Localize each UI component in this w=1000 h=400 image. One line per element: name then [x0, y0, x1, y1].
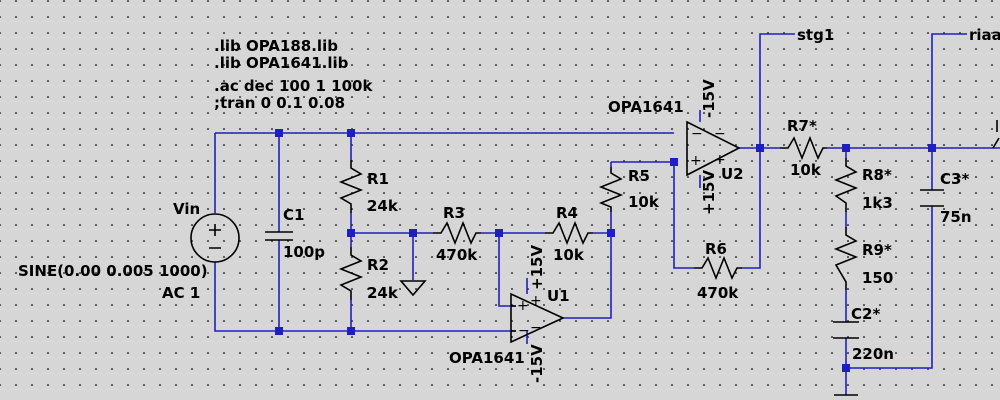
u1-inv-mark: − — [518, 323, 530, 339]
r1-symbol — [338, 160, 364, 213]
r3-value: 470k — [436, 246, 478, 264]
vin-ac-label: AC 1 — [162, 284, 200, 302]
r9-name: R9* — [862, 241, 892, 259]
r8-value: 1k3 — [862, 194, 893, 212]
u1-vplus-pin-mark: + — [530, 293, 542, 309]
c3-name: C3* — [940, 170, 969, 188]
wires — [214, 33, 1000, 395]
r8-symbol — [833, 158, 859, 212]
c2-name: C2* — [851, 305, 880, 323]
u2-model: OPA1641 — [608, 98, 684, 116]
directive-ac: .ac dec 100 1 100k — [214, 77, 373, 95]
vin-wave-label: SINE(0.00 0.005 1000) — [18, 262, 208, 280]
r9-value: 150 — [862, 269, 893, 287]
partial-component-symbol — [992, 120, 1000, 149]
r6-symbol — [694, 255, 742, 281]
r8-name: R8* — [862, 166, 892, 184]
r4-symbol — [545, 220, 593, 246]
r1-name: R1 — [367, 170, 389, 188]
r6-name: R6 — [705, 240, 727, 258]
c3-symbol — [920, 189, 944, 207]
r2-name: R2 — [367, 256, 389, 274]
r7-value: 10k — [790, 161, 822, 179]
u1-vplus-label: +15V — [528, 245, 546, 290]
ground-symbol — [399, 280, 427, 297]
directive-lib-opa188: .lib OPA188.lib — [214, 37, 338, 55]
u2-vplus-label: +15V — [700, 170, 718, 215]
u2-noninv-mark: + — [690, 153, 702, 169]
directive-lib-opa1641: .lib OPA1641.lib — [214, 54, 349, 72]
r5-symbol — [598, 167, 624, 212]
net-stg1-label: stg1 — [797, 26, 834, 44]
r4-value: 10k — [553, 246, 585, 264]
r2-symbol — [338, 247, 364, 300]
c1-value: 100p — [283, 243, 325, 261]
c2-value: 220n — [852, 345, 894, 363]
c3-value: 75n — [940, 208, 972, 226]
u2-vminus-label: -15V — [700, 79, 718, 118]
r3-name: R3 — [443, 204, 465, 222]
c2-symbol — [833, 321, 859, 339]
u1-model: OPA1641 — [449, 349, 525, 367]
r9-symbol — [833, 227, 859, 290]
r7-name: R7* — [787, 117, 817, 135]
r4-name: R4 — [556, 204, 578, 222]
u2-opamp-symbol — [686, 120, 741, 177]
u1-opamp-symbol — [510, 292, 565, 344]
u2-vminus-pin-mark: − — [714, 126, 726, 142]
directive-tran: ;tran 0 0.1 0.08 — [214, 94, 345, 112]
r2-value: 24k — [367, 284, 399, 302]
r5-name: R5 — [628, 167, 650, 185]
c1-name: C1 — [283, 206, 304, 224]
r1-value: 24k — [367, 197, 399, 215]
u2-inv-mark: − — [691, 126, 703, 142]
c1-symbol — [265, 231, 293, 241]
r7-symbol — [780, 135, 827, 161]
net-riaa-label: riaa — [969, 26, 1000, 44]
u1-vminus-label: -15V — [528, 344, 546, 383]
u2-name: U2 — [721, 165, 744, 183]
r6-value: 470k — [697, 284, 739, 302]
u2-vplus-pin-mark: + — [714, 152, 726, 168]
vin-source-symbol — [190, 213, 240, 263]
r3-symbol — [433, 220, 481, 246]
r5-value: 10k — [628, 193, 660, 211]
u1-noninv-mark: + — [517, 298, 529, 314]
vin-label: Vin — [173, 200, 200, 218]
u1-vminus-pin-mark: − — [530, 320, 542, 336]
junctions — [275, 129, 936, 372]
u1-name: U1 — [547, 287, 570, 305]
